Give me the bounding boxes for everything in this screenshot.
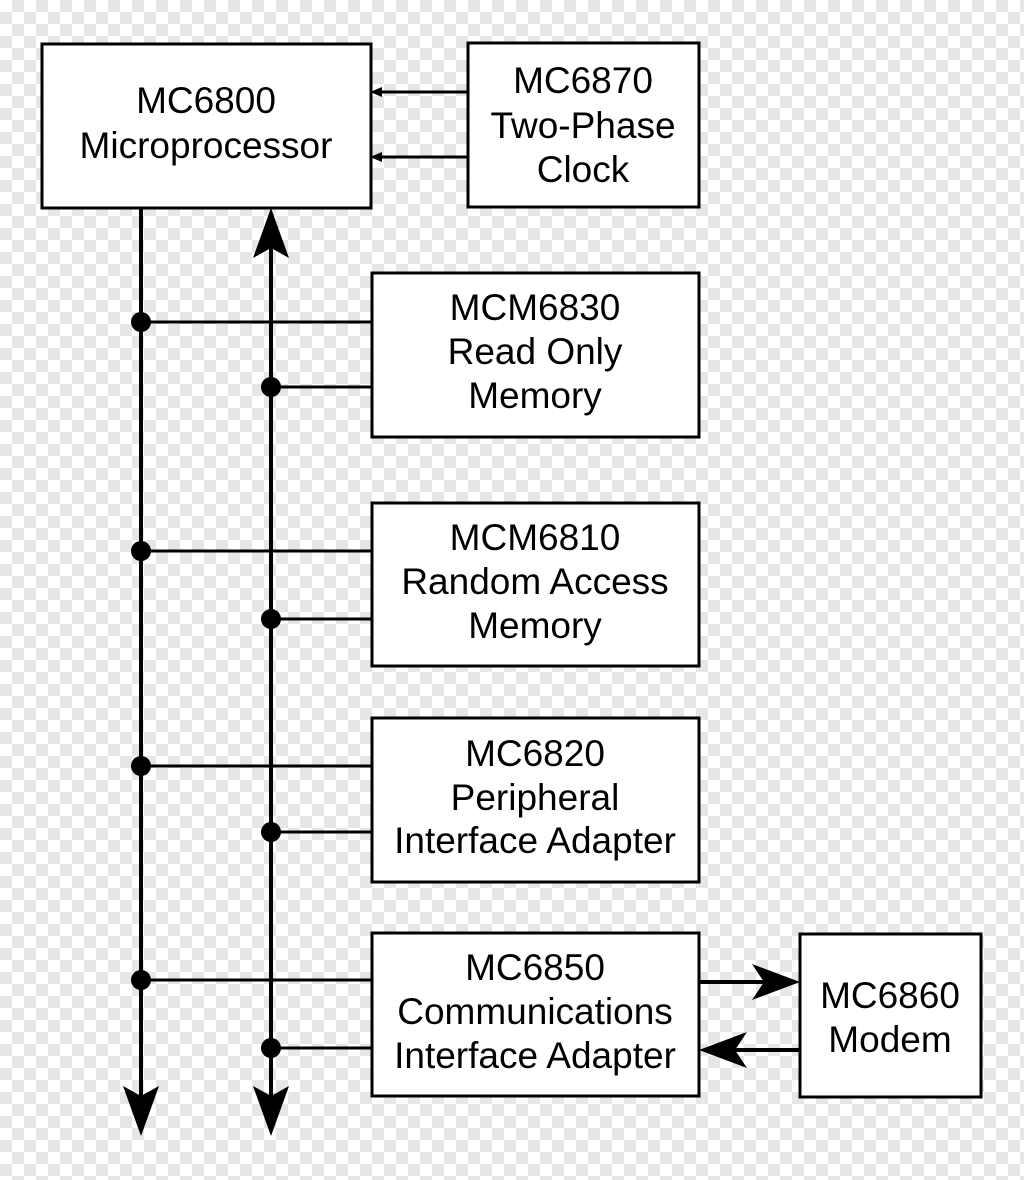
modem-block: MC6860 Modem [798, 932, 983, 1099]
ram-desc-line2: Memory [468, 605, 602, 646]
modem-name: MC6860 [820, 975, 960, 1016]
acia-block: MC6850 Communications Interface Adapter [370, 931, 701, 1098]
acia-name: MC6850 [465, 947, 605, 988]
acia-desc-line1: Communications [397, 991, 673, 1032]
data-bus-arrowhead-up [253, 208, 289, 258]
clock-box [466, 41, 701, 209]
pia-name: MC6820 [465, 733, 605, 774]
clock-to-cpu-lines [380, 90, 468, 159]
cpu-name: MC6800 [136, 80, 276, 121]
pia-data-junction [261, 822, 281, 842]
clock-arrowhead-2 [370, 152, 382, 162]
rom-address-junction [131, 312, 151, 332]
bus-taps [141, 320, 372, 1050]
clock-desc-line1: Two-Phase [490, 105, 675, 146]
acia-box [370, 931, 701, 1098]
pia-block: MC6820 Peripheral Interface Adapter [370, 716, 701, 884]
acia-to-modem-arrowhead [752, 964, 800, 1000]
ram-address-junction [131, 541, 151, 561]
clock-desc-line2: Clock [537, 149, 630, 190]
rom-data-junction [261, 377, 281, 397]
pia-box [370, 716, 701, 884]
pia-desc-line2: Interface Adapter [394, 820, 676, 861]
cpu-box [40, 42, 373, 210]
clock-block: MC6870 Two-Phase Clock [466, 41, 701, 209]
address-bus-arrowhead-down [123, 1086, 159, 1136]
ram-block: MCM6810 Random Access Memory [370, 501, 701, 668]
acia-data-junction [261, 1038, 281, 1058]
rom-desc-line1: Read Only [448, 331, 623, 372]
cpu-block: MC6800 Microprocessor [40, 42, 373, 210]
rom-box [370, 271, 701, 439]
ram-name: MCM6810 [450, 517, 621, 558]
modem-to-acia-arrowhead [699, 1032, 747, 1068]
cpu-desc: Microprocessor [80, 125, 333, 166]
junction-dots [131, 312, 281, 1058]
pia-address-junction [131, 756, 151, 776]
ram-desc-line1: Random Access [401, 561, 668, 602]
acia-address-junction [131, 970, 151, 990]
modem-desc: Modem [828, 1019, 951, 1060]
pia-desc-line1: Peripheral [451, 777, 620, 818]
clock-name: MC6870 [513, 60, 653, 101]
ram-data-junction [261, 609, 281, 629]
ram-box [370, 501, 701, 668]
rom-block: MCM6830 Read Only Memory [370, 271, 701, 439]
modem-box [798, 932, 983, 1099]
data-bus-arrowhead-down [253, 1086, 289, 1136]
rom-name: MCM6830 [450, 287, 621, 328]
acia-desc-line2: Interface Adapter [394, 1035, 676, 1076]
rom-desc-line2: Memory [468, 375, 602, 416]
clock-arrowhead-1 [370, 87, 382, 97]
